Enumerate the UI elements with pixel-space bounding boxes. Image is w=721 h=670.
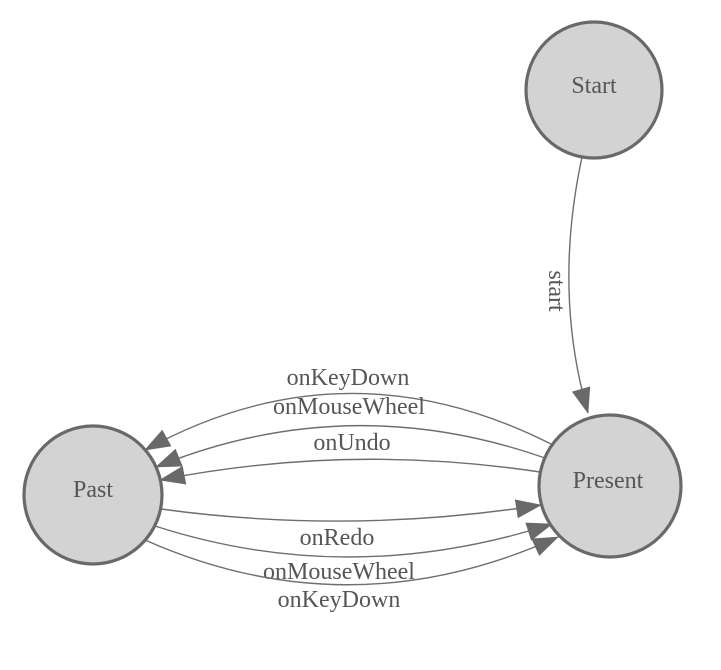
state-node-start-label: Start <box>571 73 617 99</box>
edge-label-onredo: onRedo <box>300 525 375 551</box>
state-node-present-circle <box>537 413 683 559</box>
edge-present-to-past-onundo <box>159 458 541 485</box>
edge-past-to-present-onkeydown <box>144 536 559 586</box>
edge-label-onundo: onUndo <box>313 430 390 456</box>
edge-label-onkeydown-top: onKeyDown <box>287 365 410 391</box>
edge-label-onmousewheel-top: onMouseWheel <box>273 394 425 420</box>
state-node-past-label: Past <box>73 477 113 503</box>
state-node-present-label: Present <box>573 468 644 494</box>
edge-past-to-present-onmousewheel <box>154 522 553 558</box>
state-node-past: Past <box>22 424 164 566</box>
edge-start-to-present <box>568 156 591 414</box>
state-node-start-circle <box>524 20 664 160</box>
node-group: Start Present Past <box>22 20 683 566</box>
edge-label-onkeydown-bottom: onKeyDown <box>278 587 401 613</box>
state-node-present: Present <box>537 413 683 559</box>
edge-present-to-past-onkeydown <box>144 392 552 451</box>
edge-present-to-past-onmousewheel <box>155 424 546 468</box>
edge-label-start: start <box>543 270 569 312</box>
state-node-start: Start <box>524 20 664 160</box>
edge-group: start onKeyDown onMouseWheel onUndo onRe… <box>144 156 591 613</box>
edge-past-to-present-onredo <box>160 499 542 522</box>
state-node-past-circle <box>22 424 164 566</box>
